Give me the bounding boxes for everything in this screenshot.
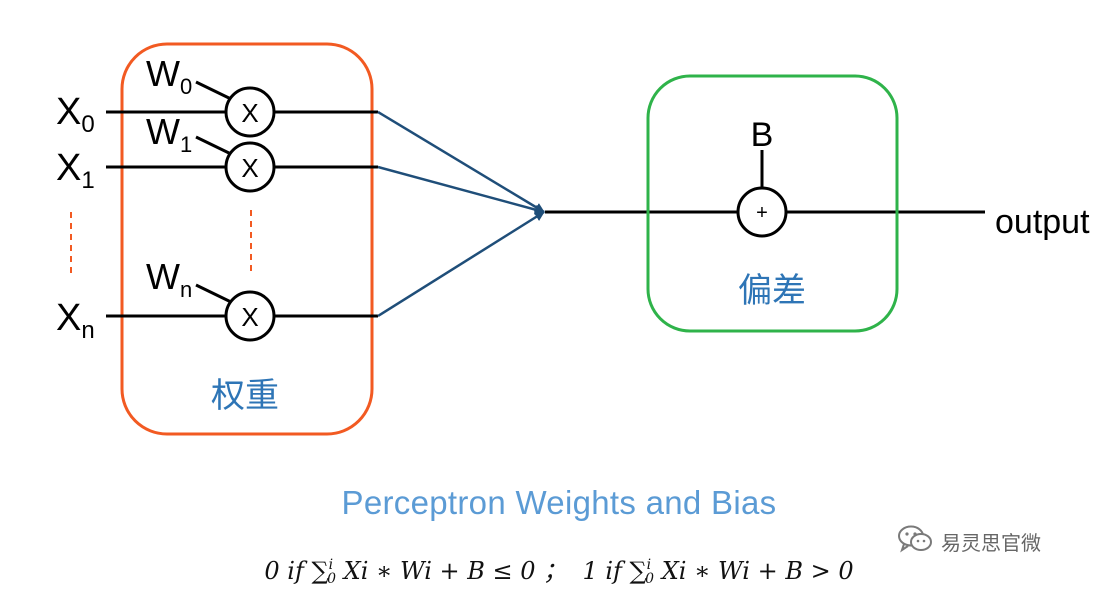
- output-label: output: [995, 203, 1090, 241]
- multiply-symbol-1: X: [241, 153, 258, 183]
- formula-right-sub: 0: [645, 571, 655, 587]
- weight-label-w1: W1: [146, 111, 192, 157]
- bias-label: B: [751, 116, 774, 154]
- adder-symbol: +: [756, 202, 768, 224]
- input-label-xn: Xn: [56, 297, 95, 344]
- arrow-from-x0: [377, 110, 545, 214]
- multiply-node-1: [224, 141, 276, 193]
- bias-group-box: [646, 74, 899, 333]
- multiply-symbol-0: X: [241, 98, 258, 128]
- formula-right-rest: Xi ∗ Wi + B > 0: [661, 557, 854, 585]
- formula-left-sub: 0: [327, 571, 336, 587]
- multiply-node-0: [224, 86, 276, 138]
- formula-right-prefix: 1 if ∑: [582, 557, 647, 585]
- input-label-x0: X0: [56, 91, 95, 138]
- weights-group-label: 权重: [211, 376, 279, 416]
- formula-left-prefix: 0 if ∑: [264, 557, 329, 585]
- weights-group-box: [120, 42, 374, 436]
- arrow-from-xn: [377, 210, 545, 318]
- bias-group-label: 偏差: [738, 271, 806, 311]
- weight-tick-wn: [195, 283, 232, 304]
- diagram-caption: Perceptron Weights and Bias: [341, 484, 777, 521]
- weight-label-wn: Wn: [146, 256, 192, 302]
- wechat-icon: [897, 524, 933, 559]
- formula-left-rest: Xi ∗ Wi + B ≤ 0 ；: [343, 557, 568, 585]
- activation-formula: 0 if ∑i0 Xi ∗ Wi + B ≤ 0 ； 1 if ∑i0 Xi ∗…: [0, 551, 1118, 587]
- formula-right-sup: i: [646, 557, 652, 573]
- weight-tick-w1: [195, 135, 232, 156]
- arrow-from-x1: [377, 165, 545, 215]
- formula-left-sup: i: [328, 557, 334, 573]
- multiply-symbol-n: X: [241, 302, 258, 332]
- adder-node: [736, 186, 788, 238]
- multiply-node-n: [224, 290, 276, 342]
- watermark-text: 易灵思官微: [941, 530, 1041, 555]
- weight-tick-w0: [195, 80, 232, 101]
- watermark: 易灵思官微: [897, 524, 1041, 558]
- input-label-x1: X1: [56, 147, 95, 194]
- weight-label-w0: W0: [146, 53, 192, 99]
